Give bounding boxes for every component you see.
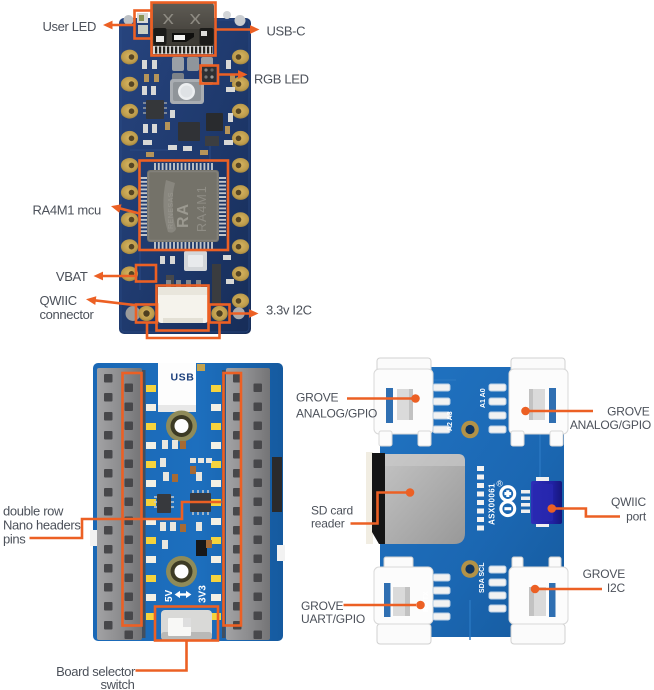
svg-text:GROVE: GROVE	[607, 404, 650, 418]
svg-text:ANALOG/GPIO: ANALOG/GPIO	[296, 407, 377, 421]
svg-text:RGB LED: RGB LED	[254, 72, 309, 87]
svg-text:port: port	[626, 510, 647, 524]
svg-text:USB-C: USB-C	[267, 24, 306, 39]
svg-text:3.3v I2C: 3.3v I2C	[266, 303, 312, 318]
svg-text:RA4M1 mcu: RA4M1 mcu	[33, 203, 101, 218]
svg-text:pins: pins	[3, 532, 26, 547]
svg-text:®: ®	[497, 479, 504, 489]
svg-text:3V3: 3V3	[198, 585, 209, 603]
svg-text:5V: 5V	[164, 589, 175, 602]
svg-text:Board selector: Board selector	[56, 664, 136, 679]
svg-text:connector: connector	[40, 307, 95, 322]
svg-text:A2 A3: A2 A3	[447, 411, 454, 431]
svg-text:QWIIC: QWIIC	[40, 293, 77, 308]
svg-text:SD card: SD card	[311, 504, 353, 518]
svg-text:GROVE: GROVE	[296, 391, 339, 405]
svg-text:GROVE: GROVE	[583, 567, 626, 581]
svg-text:VBAT: VBAT	[56, 269, 88, 284]
svg-text:RA4M1: RA4M1	[195, 185, 209, 232]
svg-text:ANALOG/GPIO: ANALOG/GPIO	[570, 418, 651, 432]
svg-text:QWIIC: QWIIC	[611, 495, 647, 509]
svg-text:SDA SCL: SDA SCL	[479, 562, 486, 593]
svg-text:USB: USB	[171, 372, 195, 384]
svg-text:I2C: I2C	[607, 581, 626, 595]
svg-text:switch: switch	[100, 677, 134, 690]
svg-text:A1 A0: A1 A0	[480, 388, 487, 408]
svg-text:ASX00061: ASX00061	[488, 483, 497, 525]
svg-text:UART/GPIO: UART/GPIO	[301, 612, 365, 626]
svg-text:reader: reader	[311, 517, 345, 531]
svg-text:RENESAS: RENESAS	[168, 192, 175, 229]
svg-text:GROVE: GROVE	[301, 599, 344, 613]
svg-text:Nano headers: Nano headers	[3, 518, 81, 533]
svg-text:User LED: User LED	[42, 19, 96, 34]
svg-text:double row: double row	[3, 504, 64, 519]
svg-text:RX TX: RX TX	[423, 591, 430, 612]
svg-text:RA: RA	[175, 203, 192, 228]
